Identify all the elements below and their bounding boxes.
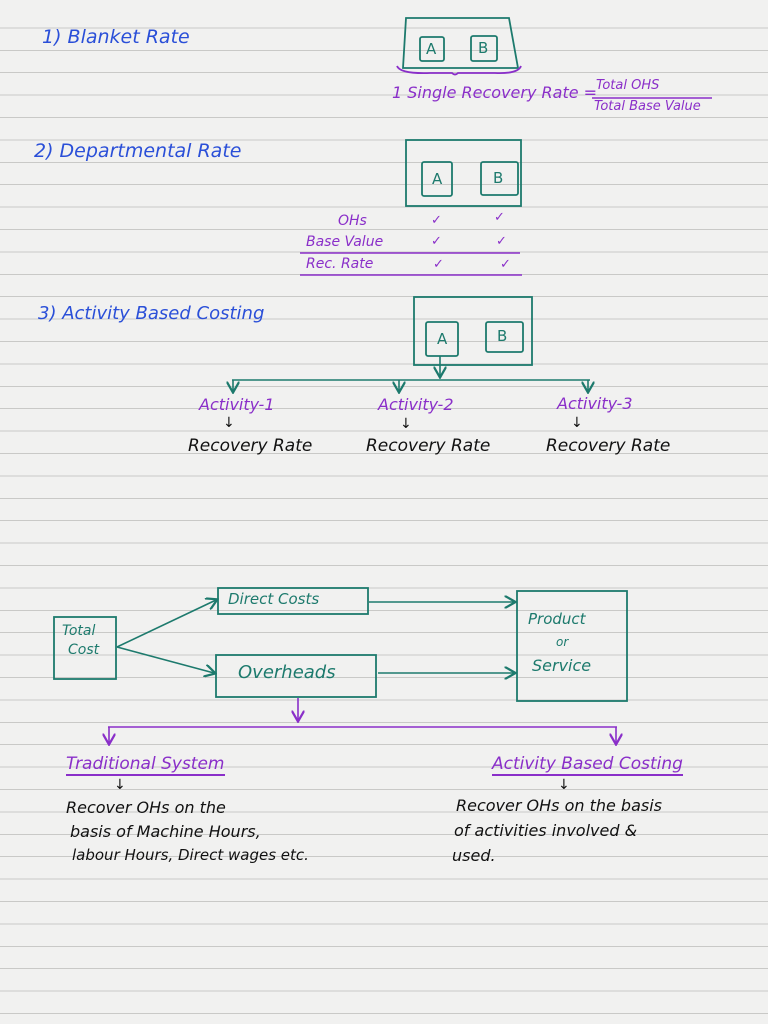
box-b-label: B <box>478 39 489 57</box>
activity-2-label: Activity-2 <box>378 395 454 414</box>
row-base-b-check: ✓ <box>496 234 507 249</box>
traditional-line-3: labour Hours, Direct wages etc. <box>72 846 309 864</box>
activity-3-arrow: ↓ <box>571 415 583 431</box>
total-cost-line-2: Cost <box>68 642 100 658</box>
departmental-rate-heading: 2) Departmental Rate <box>34 140 242 162</box>
abc-heading: 3) Activity Based Costing <box>38 303 265 324</box>
row-ohs-b-check: ✓ <box>494 210 505 225</box>
overheads-label: Overheads <box>238 662 336 683</box>
dept-box-a-label: A <box>432 170 443 188</box>
abc-box <box>413 296 533 366</box>
formula-lhs: 1 Single Recovery Rate = <box>392 83 598 102</box>
direct-costs-label: Direct Costs <box>228 590 320 608</box>
abc-line-1: Recover OHs on the basis <box>456 796 663 815</box>
traditional-arrow: ↓ <box>114 777 126 793</box>
formula-numerator: Total OHS <box>596 78 660 93</box>
traditional-line-2: basis of Machine Hours, <box>70 822 261 841</box>
abc-box-a-label: A <box>437 330 448 348</box>
total-cost-line-1: Total <box>62 623 96 639</box>
departmental-rate-box <box>405 139 522 207</box>
activity-3-rate: Recovery Rate <box>546 436 671 456</box>
blanket-rate-heading: 1) Blanket Rate <box>42 26 190 48</box>
row-label-ohs: OHs <box>338 213 367 229</box>
abc-line-3: used. <box>452 846 496 865</box>
row-ohs-a-check: ✓ <box>431 213 442 228</box>
activity-2-rate: Recovery Rate <box>366 436 491 456</box>
abc-connectors <box>232 356 590 391</box>
product-line-1: Product <box>528 610 586 628</box>
row-label-base-value: Base Value <box>306 234 384 250</box>
systems-connectors <box>108 698 617 743</box>
activity-1-label: Activity-1 <box>199 395 275 414</box>
dept-box-b-label: B <box>493 169 504 187</box>
blanket-rate-box <box>402 17 520 69</box>
formula-denominator: Total Base Value <box>594 99 701 114</box>
abc-line-2: of activities involved & <box>454 821 638 840</box>
activity-2-arrow: ↓ <box>400 416 412 432</box>
box-a-label: A <box>426 40 437 58</box>
abc-box-b-label: B <box>497 327 508 345</box>
flow-arrows <box>116 600 514 673</box>
flow-boxes <box>53 587 628 702</box>
blanket-rate-brace <box>396 65 522 76</box>
traditional-system-title: Traditional System <box>66 754 225 776</box>
abc-system-arrow: ↓ <box>558 777 570 793</box>
row-rec-b-check: ✓ <box>500 257 511 272</box>
activity-1-rate: Recovery Rate <box>188 436 313 456</box>
product-line-3: Service <box>532 656 592 675</box>
activity-3-label: Activity-3 <box>557 394 633 413</box>
product-line-2: or <box>556 635 569 649</box>
row-rec-a-check: ✓ <box>433 257 444 272</box>
traditional-line-1: Recover OHs on the <box>66 798 226 817</box>
activity-1-arrow: ↓ <box>223 415 235 431</box>
abc-system-title: Activity Based Costing <box>492 754 683 776</box>
row-base-a-check: ✓ <box>431 234 442 249</box>
row-label-rec-rate: Rec. Rate <box>306 256 374 272</box>
